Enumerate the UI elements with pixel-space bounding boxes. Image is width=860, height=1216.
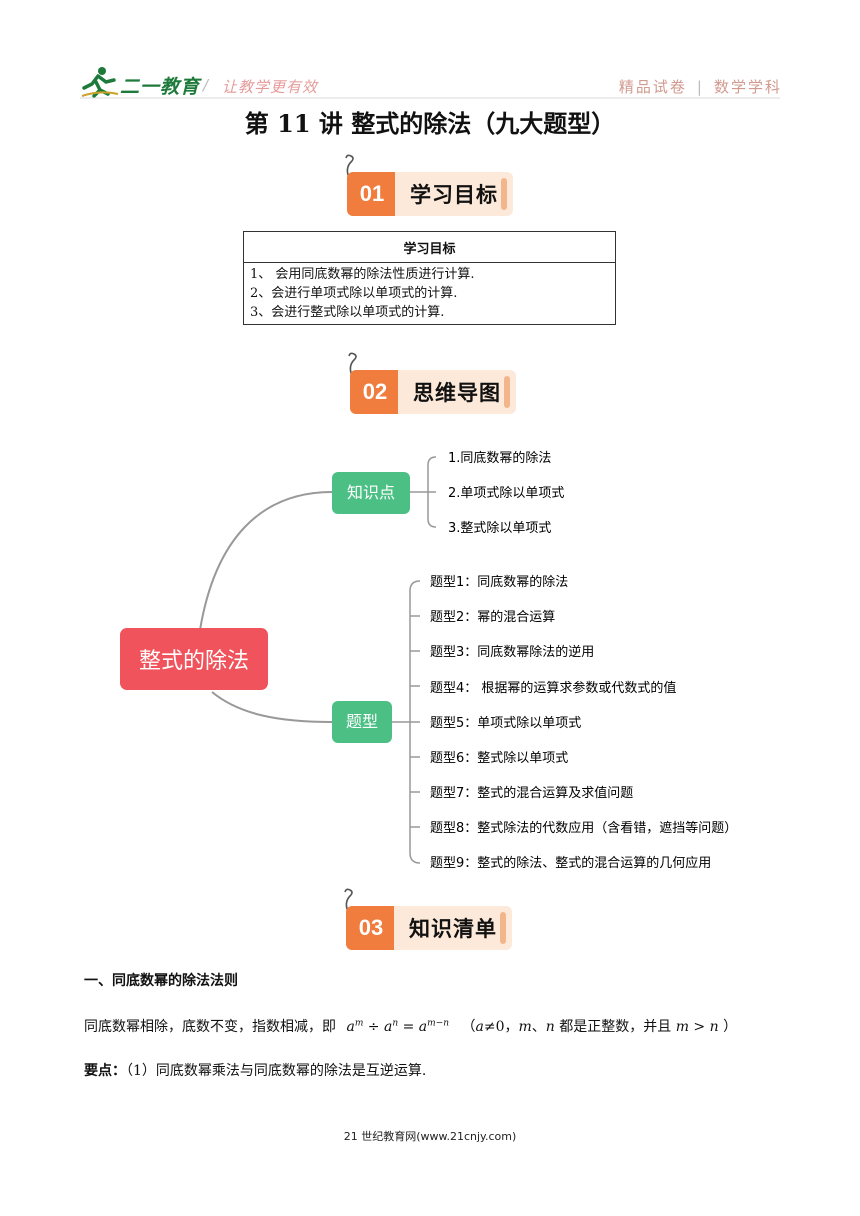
key-point-text: （1）同底数幂乘法与同底数幂的除法是互逆运算. — [126, 1063, 427, 1079]
header-right: 精品试卷 | 数学学科 — [619, 76, 782, 97]
pin-icon — [345, 154, 354, 179]
page-title: 第 11 讲 整式的除法（九大题型） — [244, 109, 616, 138]
type-leaf: 题型9：整式的除法、整式的混合运算的几何应用 — [430, 855, 711, 871]
section-number: 03 — [346, 906, 396, 950]
rule-text: 同底数幂相除，底数不变，指数相减，即 — [84, 1019, 336, 1035]
goal-item: 2、会进行单项式除以单项式的计算. — [250, 286, 458, 301]
section-badge-02: 02 思维导图 — [348, 352, 516, 414]
type-leaf: 题型3：同底数幂除法的逆用 — [430, 644, 594, 660]
page-footer: 21 世纪教育网(www.21cnjy.com) — [343, 1130, 517, 1143]
root-node-label: 整式的除法 — [139, 649, 249, 674]
type-leaf: 题型6：整式除以单项式 — [430, 751, 568, 766]
header-paper-type: 精品试卷 — [618, 78, 687, 96]
goal-item: 1、 会用同底数幂的除法性质进行计算. — [250, 267, 475, 282]
learning-goals-table: 学习目标 1、 会用同底数幂的除法性质进行计算. 2、会进行单项式除以单项式的计… — [243, 231, 616, 325]
rule-paragraph: 同底数幂相除，底数不变，指数相减，即 am ÷ an = am−n （a≠0，m… — [84, 1016, 737, 1036]
branch-types: 题型 — [332, 701, 392, 743]
goal-item: 3、会进行整式除以单项式的计算. — [250, 305, 445, 320]
branch-knowledge-bracket — [410, 456, 437, 528]
knowledge-leaf: 1.同底数幂的除法 — [448, 450, 551, 466]
type-leaf: 题型2：幂的混合运算 — [430, 609, 555, 625]
type-leaf: 题型4： 根据幂的运算求参数或代数式的值 — [430, 680, 676, 696]
header-subject: 数学学科 — [713, 78, 782, 96]
type-leaf: 题型5：单项式除以单项式 — [430, 716, 581, 731]
section-label: 知识清单 — [394, 906, 512, 950]
rule-condition-part: （ — [461, 1019, 476, 1035]
branch-label: 知识点 — [347, 483, 395, 502]
header-slogan: 让教学更有效 — [222, 78, 319, 96]
type-leaf: 题型7：整式的混合运算及求值问题 — [430, 785, 633, 801]
root-to-knowledge-connector — [199, 491, 333, 631]
section-label: 学习目标 — [395, 172, 513, 216]
key-point-paragraph: 要点：（1）同底数幂乘法与同底数幂的除法是互逆运算. — [84, 1060, 426, 1080]
knowledge-leaf: 2.单项式除以单项式 — [448, 486, 564, 501]
knowledge-leaf: 3.整式除以单项式 — [448, 521, 551, 536]
formula-base: a — [346, 1019, 355, 1035]
header-rule — [80, 97, 780, 99]
table-body: 1、 会用同底数幂的除法性质进行计算. 2、会进行单项式除以单项式的计算. 3、… — [243, 262, 616, 325]
section-badge-01: 01 学习目标 — [345, 154, 513, 216]
type-leaf: 题型8：整式除法的代数应用（含看错，遮挡等问题） — [430, 820, 737, 836]
formula-exponent: m — [354, 1018, 364, 1029]
branch-types-bracket — [392, 580, 421, 864]
formula-exponent: n — [392, 1018, 399, 1029]
formula-exponent: m−n — [427, 1018, 450, 1029]
section-label: 思维导图 — [398, 370, 516, 414]
section-heading: 一、同底数幂的除法法则 — [84, 973, 238, 989]
rule-condition-var: n — [545, 1019, 555, 1035]
rule-condition-inequality: m > n — [675, 1019, 719, 1035]
mind-map: 整式的除法 知识点 1.同底数幂的除法 2.单项式除以单项式 3.整式除以单项式… — [120, 450, 737, 871]
type-leaf: 题型1：同底数幂的除法 — [430, 574, 568, 590]
rule-formula: am ÷ an = am−n — [346, 1018, 450, 1035]
root-to-types-connector — [211, 691, 333, 723]
formula-base: a — [418, 1019, 428, 1035]
header-logo — [80, 66, 120, 102]
rule-condition-var: m — [518, 1019, 532, 1035]
formula-base: a — [384, 1019, 393, 1035]
pin-icon — [348, 352, 357, 377]
header-separator: | — [696, 78, 704, 96]
section-number: 02 — [350, 370, 400, 414]
branch-label: 题型 — [346, 712, 378, 731]
header-logo-text: 二一教育 — [120, 76, 201, 98]
key-point-label: 要点： — [84, 1063, 126, 1079]
table-header: 学习目标 — [243, 231, 616, 263]
rule-condition-part: 、 — [531, 1019, 546, 1035]
rule-condition-part: ≠0， — [483, 1019, 519, 1035]
section-badge-03: 03 知识清单 — [344, 888, 512, 950]
root-node: 整式的除法 — [120, 628, 268, 690]
rule-condition-var: a — [475, 1019, 484, 1035]
pin-icon — [344, 888, 353, 913]
rule-condition-part: 都是正整数，并且 — [554, 1019, 676, 1035]
branch-knowledge: 知识点 — [332, 472, 410, 514]
section-number: 01 — [347, 172, 397, 216]
header-slash: / — [203, 76, 209, 94]
rule-condition-part: ） — [718, 1019, 738, 1035]
rule-condition: （a≠0，m、n 都是正整数，并且 m > n ） — [461, 1019, 737, 1035]
runner-logo-icon — [81, 67, 119, 98]
